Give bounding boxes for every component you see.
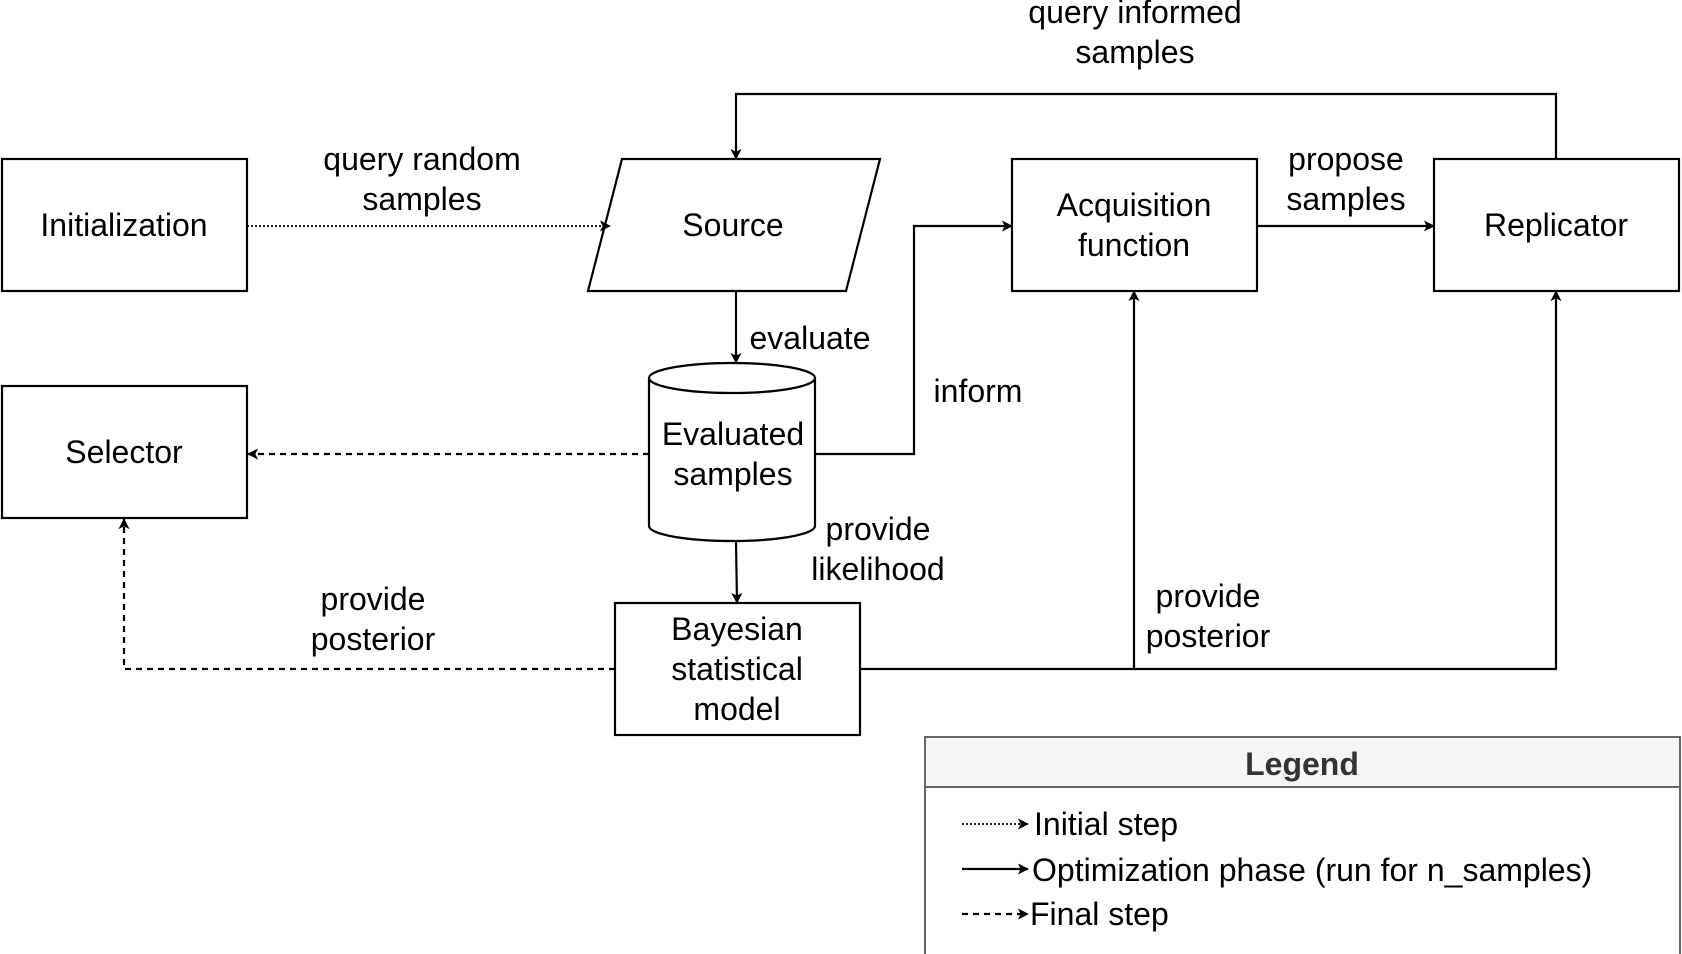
label-line: samples: [1075, 34, 1194, 70]
evaluate-label: evaluate: [750, 320, 871, 356]
legend-optimization-phase-label: Optimization phase (run for n_samples): [1032, 852, 1592, 888]
label-line: inform: [934, 373, 1023, 409]
legend-title: Legend: [1245, 746, 1359, 782]
label-line: Source: [682, 207, 783, 243]
label-line: samples: [673, 456, 792, 492]
legend-item-optimization-phase: Optimization phase (run for n_samples): [962, 852, 1592, 888]
provide-likelihood-label: provide likelihood: [811, 511, 944, 587]
legend-final-step-label: Final step: [1030, 896, 1169, 932]
legend-initial-step-label: Initial step: [1034, 806, 1178, 842]
label-line: statistical: [671, 651, 803, 687]
query-informed-samples-arrow: [730, 92, 1558, 160]
label-line: model: [693, 691, 780, 727]
label-line: query random: [323, 141, 520, 177]
bayesian-model-label: Bayesian statistical model: [671, 611, 803, 727]
replicator-label: Replicator: [1484, 207, 1628, 243]
evaluated-samples-database: Evaluated samples: [647, 361, 817, 543]
evaluated-samples-label: Evaluated samples: [662, 416, 804, 492]
label-line: provide: [321, 581, 426, 617]
propose-samples-label: propose samples: [1286, 141, 1405, 217]
inform-arrow: [815, 220, 1013, 456]
legend: Legend Initial step Optimization phase (…: [924, 736, 1681, 954]
initialization-label: Initialization: [40, 207, 207, 243]
label-line: evaluate: [750, 320, 871, 356]
bayesian-model-node: Bayesian statistical model: [613, 601, 862, 737]
initialization-node: Initialization: [0, 157, 249, 293]
label-line: function: [1078, 227, 1190, 263]
source-node: Source: [586, 157, 882, 293]
label-line: query informed: [1028, 0, 1241, 30]
provide-posterior-left-label: provide posterior: [311, 581, 436, 657]
label-line: Acquisition: [1057, 187, 1212, 223]
label-line: Initialization: [40, 207, 207, 243]
label-line: provide: [1156, 578, 1261, 614]
source-label: Source: [682, 207, 783, 243]
query-informed-samples-label: query informed samples: [1028, 0, 1241, 70]
selector-node: Selector: [0, 384, 249, 520]
provide-posterior-replicator-arrow: [1134, 290, 1562, 671]
label-line: likelihood: [811, 551, 944, 587]
query-random-samples-label: query random samples: [323, 141, 520, 217]
label-line: Evaluated: [662, 416, 804, 452]
label-line: Replicator: [1484, 207, 1628, 243]
label-line: Bayesian: [671, 611, 803, 647]
provide-posterior-right-label: provide posterior: [1146, 578, 1271, 654]
label-line: propose: [1288, 141, 1404, 177]
legend-item-final-step: Final step: [962, 896, 1169, 932]
acquisition-function-node: Acquisition function: [1010, 157, 1259, 293]
provide-posterior-acquisition-arrow: [860, 290, 1140, 671]
legend-item-initial-step: Initial step: [962, 806, 1178, 842]
acquisition-function-label: Acquisition function: [1057, 187, 1212, 263]
label-line: samples: [1286, 181, 1405, 217]
inform-label: inform: [934, 373, 1023, 409]
provide-likelihood-arrow: [731, 541, 743, 604]
label-line: Selector: [65, 434, 183, 470]
selector-label: Selector: [65, 434, 183, 470]
label-line: posterior: [1146, 618, 1271, 654]
replicator-node: Replicator: [1432, 157, 1681, 293]
label-line: samples: [362, 181, 481, 217]
label-line: posterior: [311, 621, 436, 657]
label-line: provide: [826, 511, 931, 547]
